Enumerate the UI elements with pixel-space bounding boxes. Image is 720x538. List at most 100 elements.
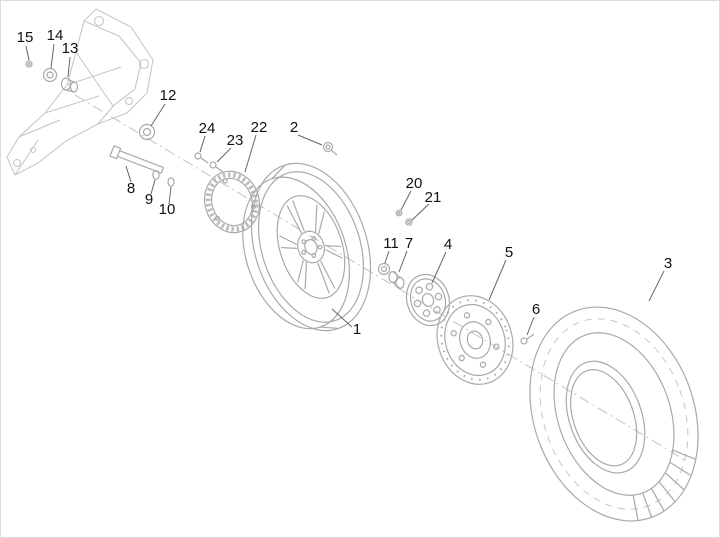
part-13-cap (60, 77, 79, 93)
part-11-outer (377, 262, 391, 276)
part-7-bush (388, 270, 405, 290)
leader-line-11 (384, 250, 390, 264)
part-24-shaft (200, 157, 209, 164)
part-12-inner (142, 127, 152, 137)
part-6-head (520, 337, 528, 345)
leader-line-7 (398, 250, 408, 273)
callout-label-2: 2 (290, 119, 298, 136)
swingarm-ribs (14, 20, 142, 176)
tire-sidewall (553, 332, 675, 496)
leader-line-22 (244, 134, 257, 173)
rim-barrel (242, 176, 351, 330)
part-24-head (194, 152, 202, 160)
part-6-bolt (520, 333, 535, 345)
part-3-tire (529, 306, 699, 522)
callout-label-13: 13 (62, 40, 79, 57)
leader-line-1 (331, 308, 353, 328)
rim-well (276, 195, 346, 299)
disc-drilled-dots (440, 299, 510, 381)
leader-line-2 (297, 134, 323, 146)
carrier-bore (421, 292, 435, 308)
part-14-inner (46, 71, 54, 79)
tire-tread-hatching (632, 449, 697, 521)
tire-bead-inner (570, 369, 638, 467)
callout-label-15: 15 (17, 29, 34, 46)
leader-line-24 (199, 135, 206, 153)
part-1-wheel-rim (242, 162, 372, 332)
part-24-screw (194, 152, 209, 164)
swingarm-bracket (6, 8, 154, 176)
carrier-holes (413, 283, 443, 317)
rim-outer-edge (250, 162, 372, 332)
part-2-shaft (330, 149, 338, 156)
swingarm-outline (6, 8, 154, 176)
part-21-inner (407, 220, 412, 225)
callout-label-10: 10 (159, 201, 176, 218)
part-8-axle-bolt (109, 145, 165, 174)
leader-lines (25, 43, 665, 336)
part-13-end (69, 81, 79, 93)
part-23-shaft (215, 166, 224, 173)
disc-mount-holes (450, 312, 500, 368)
part-22-tone-ring (203, 170, 261, 234)
disc-outer (436, 295, 514, 385)
part-12-flange-nut (138, 123, 156, 141)
part-11-spacer (377, 262, 391, 276)
carrier-outer (405, 273, 451, 327)
callout-label-21: 21 (425, 189, 442, 206)
disc-bore (466, 330, 484, 350)
callout-label-12: 12 (160, 87, 177, 104)
part-14-nut (42, 67, 58, 83)
tire-bead-outer (565, 360, 646, 474)
part-2-socket (325, 144, 331, 150)
part-9-washer (152, 170, 160, 181)
callout-label-7: 7 (405, 235, 413, 252)
leader-line-21 (411, 203, 430, 221)
leader-line-10 (168, 186, 172, 205)
part-14-outer (42, 67, 58, 83)
callout-label-1: 1 (353, 321, 361, 338)
part-2-bolt (322, 141, 338, 156)
leader-line-3 (648, 270, 665, 302)
leader-line-14 (50, 43, 55, 69)
leader-line-5 (488, 259, 507, 301)
callout-label-24: 24 (199, 120, 216, 137)
part-5-brake-disc (436, 295, 514, 385)
part-20-washer (395, 209, 403, 217)
callout-label-20: 20 (406, 175, 423, 192)
axle-axis-line (74, 94, 686, 461)
callout-labels: 15 14 13 12 8 9 10 24 23 22 2 20 21 11 7… (17, 27, 673, 338)
part-11-inner (380, 265, 388, 273)
callout-label-6: 6 (532, 301, 540, 318)
callout-label-4: 4 (444, 236, 452, 253)
callout-label-11: 11 (383, 235, 399, 252)
carrier-inner (409, 278, 447, 322)
part-23-head (209, 161, 217, 169)
part-2-head (322, 141, 334, 153)
leader-line-9 (150, 179, 156, 195)
part-15-clip (25, 60, 33, 68)
wheel-spokes (279, 200, 343, 294)
disc-center (459, 321, 491, 359)
part-23-screw (209, 161, 224, 173)
wheel-hub (297, 230, 325, 264)
leader-line-20 (400, 190, 412, 211)
leader-line-23 (216, 147, 232, 163)
callout-label-23: 23 (227, 132, 244, 149)
leader-line-13 (67, 56, 71, 78)
leader-line-6 (526, 316, 535, 336)
rim-lip (258, 171, 364, 323)
part-7-end (395, 276, 405, 290)
leader-line-15 (25, 45, 30, 61)
leader-line-12 (150, 103, 166, 127)
callout-label-8: 8 (127, 180, 135, 197)
tire-shoulder-dashed (539, 318, 689, 510)
part-21-outer (405, 218, 413, 226)
part-20-inner (397, 211, 401, 215)
callout-label-22: 22 (251, 119, 268, 136)
tire-outer (529, 306, 699, 522)
callout-label-9: 9 (145, 191, 153, 208)
part-21-nut (405, 218, 413, 226)
